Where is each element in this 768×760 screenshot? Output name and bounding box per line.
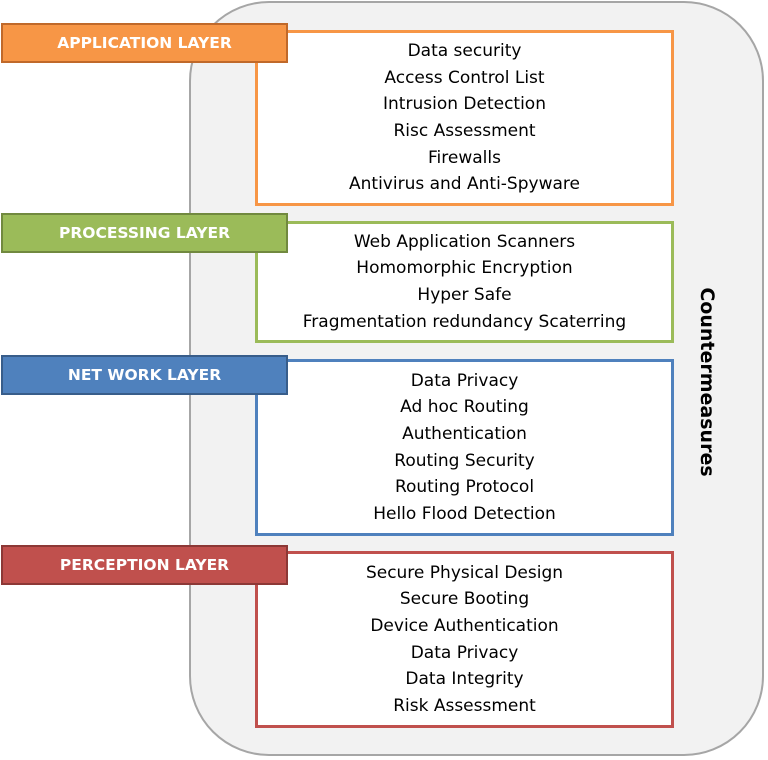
network-layer-countermeasures: Data Privacy Ad hoc Routing Authenticati… bbox=[255, 359, 674, 536]
countermeasure-item: Routing Security bbox=[394, 450, 535, 471]
countermeasure-item: Homomorphic Encryption bbox=[356, 258, 573, 279]
countermeasure-item: Antivirus and Anti-Spyware bbox=[349, 174, 580, 195]
countermeasure-item: Secure Booting bbox=[399, 589, 530, 610]
countermeasure-item: Fragmentation redundancy Scaterring bbox=[302, 311, 627, 332]
countermeasure-item: Risc Assessment bbox=[393, 121, 536, 141]
perception-layer-countermeasures: Secure Physical Design Secure Booting De… bbox=[255, 551, 674, 728]
application-layer-countermeasures: Data security Access Control List Intrus… bbox=[255, 30, 674, 206]
countermeasure-item: Firewalls bbox=[428, 147, 501, 168]
countermeasure-item: Risk Assessment bbox=[393, 695, 536, 716]
countermeasures-label: Countermeasures bbox=[696, 287, 718, 477]
countermeasure-item: Device Authentication bbox=[370, 615, 559, 636]
countermeasure-item: Data Integrity bbox=[405, 669, 524, 690]
processing-layer-countermeasures: Web Application Scanners Homomorphic Enc… bbox=[255, 221, 674, 343]
perception-layer-label: PERCEPTION LAYER bbox=[1, 545, 288, 585]
countermeasure-item: Web Application Scanners bbox=[353, 231, 576, 252]
countermeasure-item: Secure Physical Design bbox=[365, 562, 564, 583]
countermeasure-item: Authentication bbox=[402, 423, 527, 444]
countermeasure-item: Routing Protocol bbox=[394, 477, 535, 498]
countermeasure-item: Hyper Safe bbox=[417, 285, 512, 305]
countermeasure-item: Ad hoc Routing bbox=[400, 397, 529, 418]
countermeasure-item: Data Privacy bbox=[410, 642, 519, 663]
countermeasure-item: Hello Flood Detection bbox=[373, 503, 556, 524]
processing-layer-label: PROCESSING LAYER bbox=[1, 213, 288, 253]
countermeasure-item: Data Privacy bbox=[410, 370, 519, 391]
application-layer-label: APPLICATION LAYER bbox=[1, 23, 288, 63]
network-layer-label: NET WORK LAYER bbox=[1, 355, 288, 395]
countermeasure-item: Data security bbox=[407, 41, 522, 62]
countermeasure-item: Intrusion Detection bbox=[383, 94, 546, 115]
countermeasure-item: Access Control List bbox=[384, 67, 545, 88]
